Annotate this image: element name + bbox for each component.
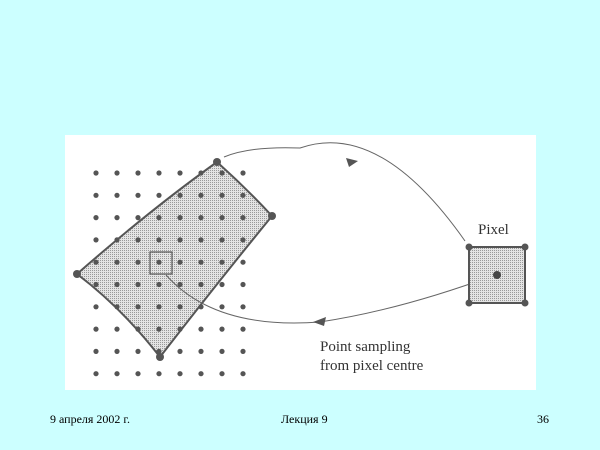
texel-dot — [135, 170, 141, 176]
texel-dot — [135, 259, 141, 265]
texel-dot — [219, 371, 225, 377]
texel-dot — [156, 215, 162, 221]
texel-dot — [156, 259, 162, 265]
texel-dot — [198, 215, 204, 221]
texel-dot — [198, 192, 204, 198]
texel-dot — [135, 348, 141, 354]
texel-dot — [198, 371, 204, 377]
texel-dot — [177, 192, 183, 198]
texel-dot — [240, 304, 246, 310]
texel-dot — [240, 348, 246, 354]
texel-dot — [198, 237, 204, 243]
texel-dot — [156, 348, 162, 354]
texel-dot — [240, 237, 246, 243]
texel-dot — [219, 170, 225, 176]
sampling-label-line2: from pixel centre — [320, 358, 424, 374]
texel-dot — [135, 371, 141, 377]
texel-dot — [198, 170, 204, 176]
texel-dot — [177, 259, 183, 265]
texel-dot — [114, 215, 120, 221]
texel-dot — [93, 237, 99, 243]
texel-dot — [156, 170, 162, 176]
texel-dot — [114, 281, 120, 288]
texel-dot — [135, 192, 141, 198]
texel-dot — [114, 326, 120, 332]
arrow-head-bottom — [313, 317, 326, 326]
texel-dot — [135, 215, 141, 221]
pixel-corners — [465, 243, 529, 307]
texel-dot — [177, 326, 183, 332]
texel-dot — [135, 237, 141, 243]
texel-dot — [177, 304, 183, 310]
texel-dot — [93, 326, 99, 332]
texel-dot — [156, 304, 162, 310]
texel-dot — [240, 371, 246, 377]
mapping-arc-top — [223, 142, 466, 242]
footer-date: 9 апреля 2002 г. — [50, 412, 130, 426]
texel-dot — [156, 281, 162, 288]
texel-dot — [114, 170, 120, 176]
texel-dot — [177, 237, 183, 243]
texel-dot — [219, 192, 225, 198]
texel-dot — [93, 259, 99, 265]
texel-dot — [198, 259, 204, 265]
texel-dot — [177, 371, 183, 377]
texel-dot — [114, 371, 120, 377]
texel-dot — [114, 237, 120, 243]
texel-dot — [93, 215, 99, 221]
texel-dot — [240, 192, 246, 198]
sampling-label-line1: Point sampling — [320, 339, 411, 355]
texel-dot — [156, 192, 162, 198]
texel-dot — [93, 192, 99, 198]
texel-dot — [135, 281, 141, 288]
footer-title: Лекция 9 — [281, 412, 328, 426]
texel-dot — [198, 304, 204, 310]
texel-dot — [156, 326, 162, 332]
texel-dot — [114, 348, 120, 354]
texel-dot — [135, 304, 141, 310]
texel-dot — [198, 281, 204, 288]
texel-dot — [156, 371, 162, 377]
pixel-label: Pixel — [478, 222, 509, 238]
texel-dot — [240, 281, 246, 288]
pixel-centre-dot — [493, 271, 501, 279]
texel-dot — [114, 192, 120, 198]
texel-dot — [93, 281, 99, 288]
texel-dot — [240, 215, 246, 221]
texel-dot — [93, 170, 99, 176]
texel-dot — [219, 304, 225, 310]
texel-dot — [219, 348, 225, 354]
texel-dot — [114, 259, 120, 265]
texel-dot — [156, 237, 162, 243]
texel-dot — [219, 237, 225, 243]
texel-dot — [198, 348, 204, 354]
texel-dot — [177, 348, 183, 354]
texel-dot — [240, 170, 246, 176]
texel-dot — [93, 371, 99, 377]
texel-dot — [219, 215, 225, 221]
footer-page-number: 36 — [537, 412, 549, 426]
texel-dot — [219, 281, 225, 288]
texel-dot — [177, 281, 183, 288]
texel-dot — [177, 170, 183, 176]
quad-vertices — [73, 158, 276, 361]
arrow-head-top — [346, 158, 358, 167]
texel-dot — [240, 259, 246, 265]
texel-dot — [135, 326, 141, 332]
texel-dot — [93, 304, 99, 310]
texel-dot — [219, 259, 225, 265]
texel-dot — [93, 348, 99, 354]
texel-dot — [114, 304, 120, 310]
texel-dot — [198, 326, 204, 332]
sample-point-box — [149, 251, 173, 275]
texel-grid — [93, 170, 246, 377]
texel-dot — [177, 215, 183, 221]
texel-dot — [219, 326, 225, 332]
texel-dot — [240, 326, 246, 332]
